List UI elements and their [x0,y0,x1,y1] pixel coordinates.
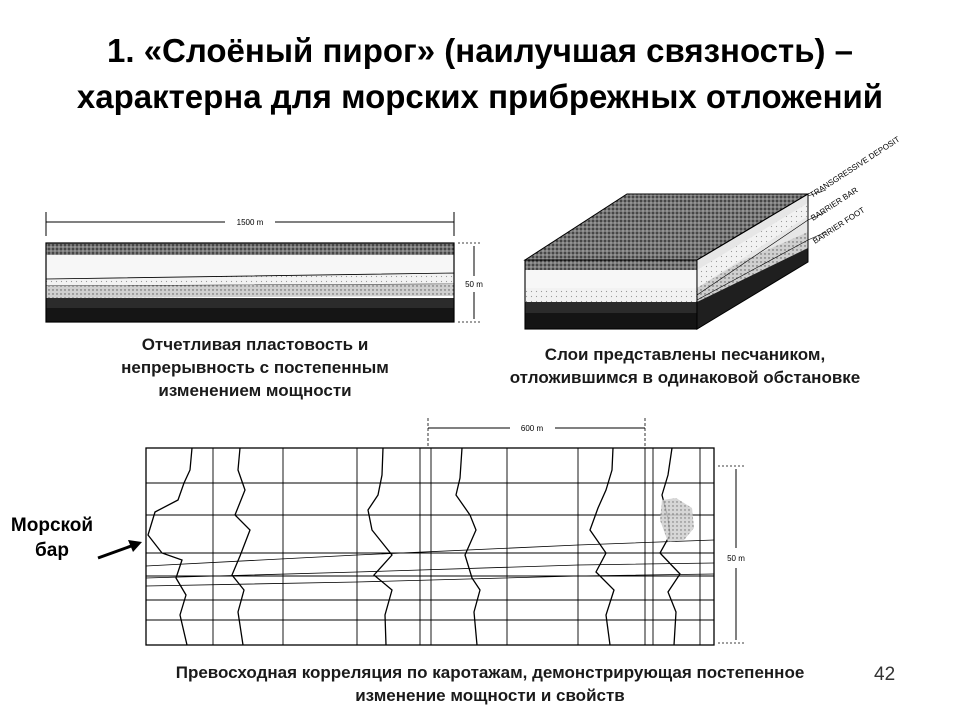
caption-layering: Отчетливая пластовость и непрерывность с… [121,335,389,400]
well-log-correlation-figure: 600 m [97,418,746,646]
caption-sandstone: Слои представлены песчаником, отложившим… [509,345,861,387]
title-line-1: 1. «Слоёный пирог» (наилучшая связность)… [107,32,853,69]
section-width-label: 1500 m [237,218,264,227]
slide-title: 1. «Слоёный пирог» (наилучшая связность)… [0,28,960,120]
page-number: 42 [874,664,896,685]
block-diagram-figure: TRANSGRESSIVE DEPOSIT BARRIER BAR BARRIE… [523,135,902,330]
caption-correlation: Превосходная корреляция по каротажам, де… [175,663,805,705]
cross-section-figure: 1500 m 50 m [45,212,483,323]
marine-bar-label: Морской бар [10,515,94,561]
logs-height-label: 50 m [727,554,745,563]
title-line-2: характерна для морских прибрежных отложе… [76,78,884,115]
section-dark-layer [46,298,454,308]
logs-width-label: 600 m [521,424,544,433]
marine-bar-arrow [97,543,135,560]
log-shaded-interval [660,498,694,542]
section-top-layer [46,243,454,255]
section-height-label: 50 m [465,280,483,289]
